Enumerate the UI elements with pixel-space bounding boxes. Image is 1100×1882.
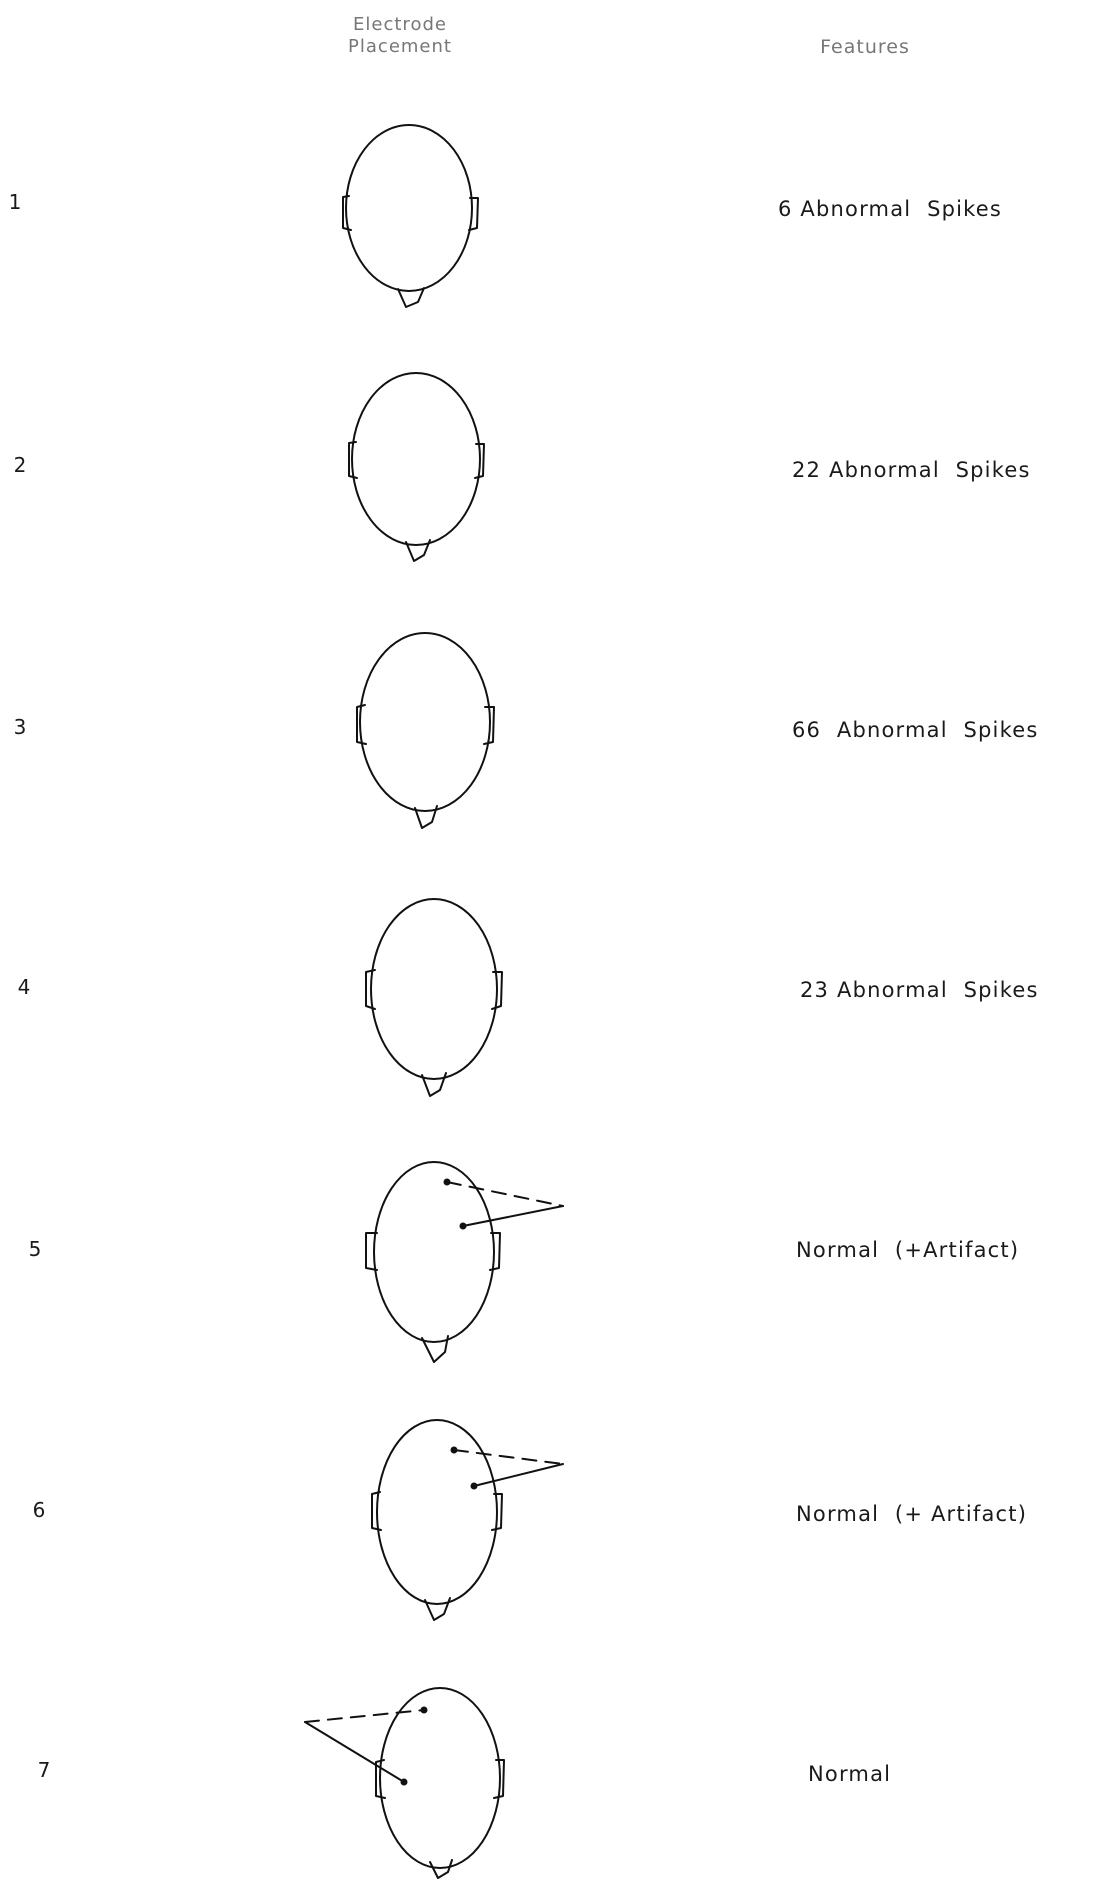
feature-1: 6 Abnormal Spikes xyxy=(778,197,1003,221)
head-1 xyxy=(342,124,479,308)
feature-7: Normal xyxy=(808,1762,892,1786)
feature-5: Normal (+Artifact) xyxy=(796,1238,1020,1262)
head-3 xyxy=(356,632,495,829)
head-4 xyxy=(365,898,503,1097)
row-number-1: 1 xyxy=(8,190,22,214)
row-number-7: 7 xyxy=(37,1758,51,1782)
row-number-3: 3 xyxy=(13,715,27,739)
head-5 xyxy=(365,1161,564,1363)
row-number-5: 5 xyxy=(28,1237,42,1261)
feature-6: Normal (+ Artifact) xyxy=(796,1502,1028,1526)
features-header: Features xyxy=(820,36,910,58)
electrode-placement-header: Electrode Placement xyxy=(330,14,470,58)
header-line-2: Placement xyxy=(348,36,452,57)
head-2 xyxy=(348,372,485,562)
row-number-2: 2 xyxy=(13,453,27,477)
feature-3: 66 Abnormal Spikes xyxy=(792,718,1039,742)
row-number-4: 4 xyxy=(17,975,31,999)
feature-2: 22 Abnormal Spikes xyxy=(792,458,1031,482)
feature-4: 23 Abnormal Spikes xyxy=(800,978,1039,1002)
header-line-1: Electrode xyxy=(353,14,447,35)
head-7 xyxy=(304,1687,505,1879)
row-number-6: 6 xyxy=(32,1498,46,1522)
head-6 xyxy=(371,1419,564,1621)
